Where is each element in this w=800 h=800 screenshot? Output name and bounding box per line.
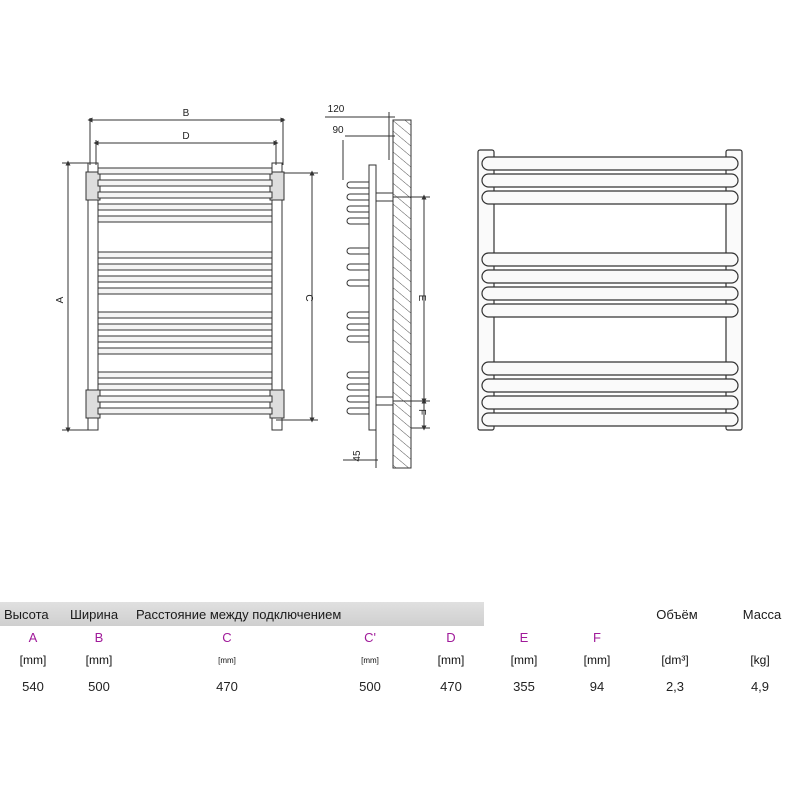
unit-cell: [mm] bbox=[218, 655, 236, 665]
spec-table: Высота Ширина Расстояние между подключен… bbox=[0, 602, 800, 700]
dim-label-d: D bbox=[182, 131, 189, 142]
value-cell: 540 bbox=[22, 678, 44, 694]
dim-label-c: C bbox=[303, 294, 314, 301]
unit-cell: [mm] bbox=[85, 653, 113, 667]
unit-cell: [mm] bbox=[437, 653, 465, 667]
unit-cell: [mm] bbox=[583, 653, 611, 667]
letter-cell: C bbox=[222, 629, 232, 645]
value-cell: 94 bbox=[589, 678, 605, 694]
front-view bbox=[62, 117, 318, 433]
value-row: 540 500 470 500 470 355 94 2,3 4,9 bbox=[0, 672, 800, 700]
letter-row: A B C C' D E F bbox=[0, 626, 800, 648]
unit-cell: [mm] bbox=[361, 655, 379, 665]
header-height: Высота bbox=[0, 602, 66, 626]
radiator-view bbox=[477, 149, 743, 431]
value-cell: 355 bbox=[513, 678, 535, 694]
unit-cell: [kg] bbox=[750, 653, 770, 667]
value-cell: 470 bbox=[216, 678, 238, 694]
header-distance: Расстояние между подключением bbox=[132, 602, 484, 626]
letter-cell: F bbox=[593, 629, 601, 645]
dim-label-f: F bbox=[416, 409, 427, 415]
dim-label-b: B bbox=[183, 108, 190, 119]
dim-label-a: A bbox=[55, 296, 66, 303]
dim-label-90: 90 bbox=[332, 125, 344, 136]
letter-cell: C' bbox=[364, 629, 376, 645]
dim-label-45: 45 bbox=[352, 450, 363, 462]
letter-cell: E bbox=[519, 629, 529, 645]
letter-cell: A bbox=[28, 629, 38, 645]
technical-drawing: B D A C bbox=[55, 104, 743, 469]
header-mass: Масса bbox=[720, 602, 800, 626]
dim-label-120: 120 bbox=[328, 104, 345, 115]
value-cell: 500 bbox=[88, 678, 110, 694]
letter-cell: B bbox=[94, 629, 104, 645]
header-volume: Объём bbox=[630, 602, 720, 626]
unit-row: [mm] [mm] [mm] [mm] [mm] [mm] [mm] [dm³]… bbox=[0, 648, 800, 672]
header-row: Высота Ширина Расстояние между подключен… bbox=[0, 602, 800, 626]
letter-cell: D bbox=[446, 629, 456, 645]
unit-cell: [mm] bbox=[510, 653, 538, 667]
unit-cell: [mm] bbox=[19, 653, 47, 667]
value-cell: 4,9 bbox=[750, 678, 770, 694]
dim-label-e: E bbox=[416, 295, 427, 302]
unit-cell: [dm³] bbox=[661, 653, 689, 667]
value-cell: 500 bbox=[359, 678, 381, 694]
value-cell: 470 bbox=[440, 678, 462, 694]
header-width: Ширина bbox=[66, 602, 132, 626]
value-cell: 2,3 bbox=[665, 678, 685, 694]
side-view bbox=[325, 112, 430, 469]
